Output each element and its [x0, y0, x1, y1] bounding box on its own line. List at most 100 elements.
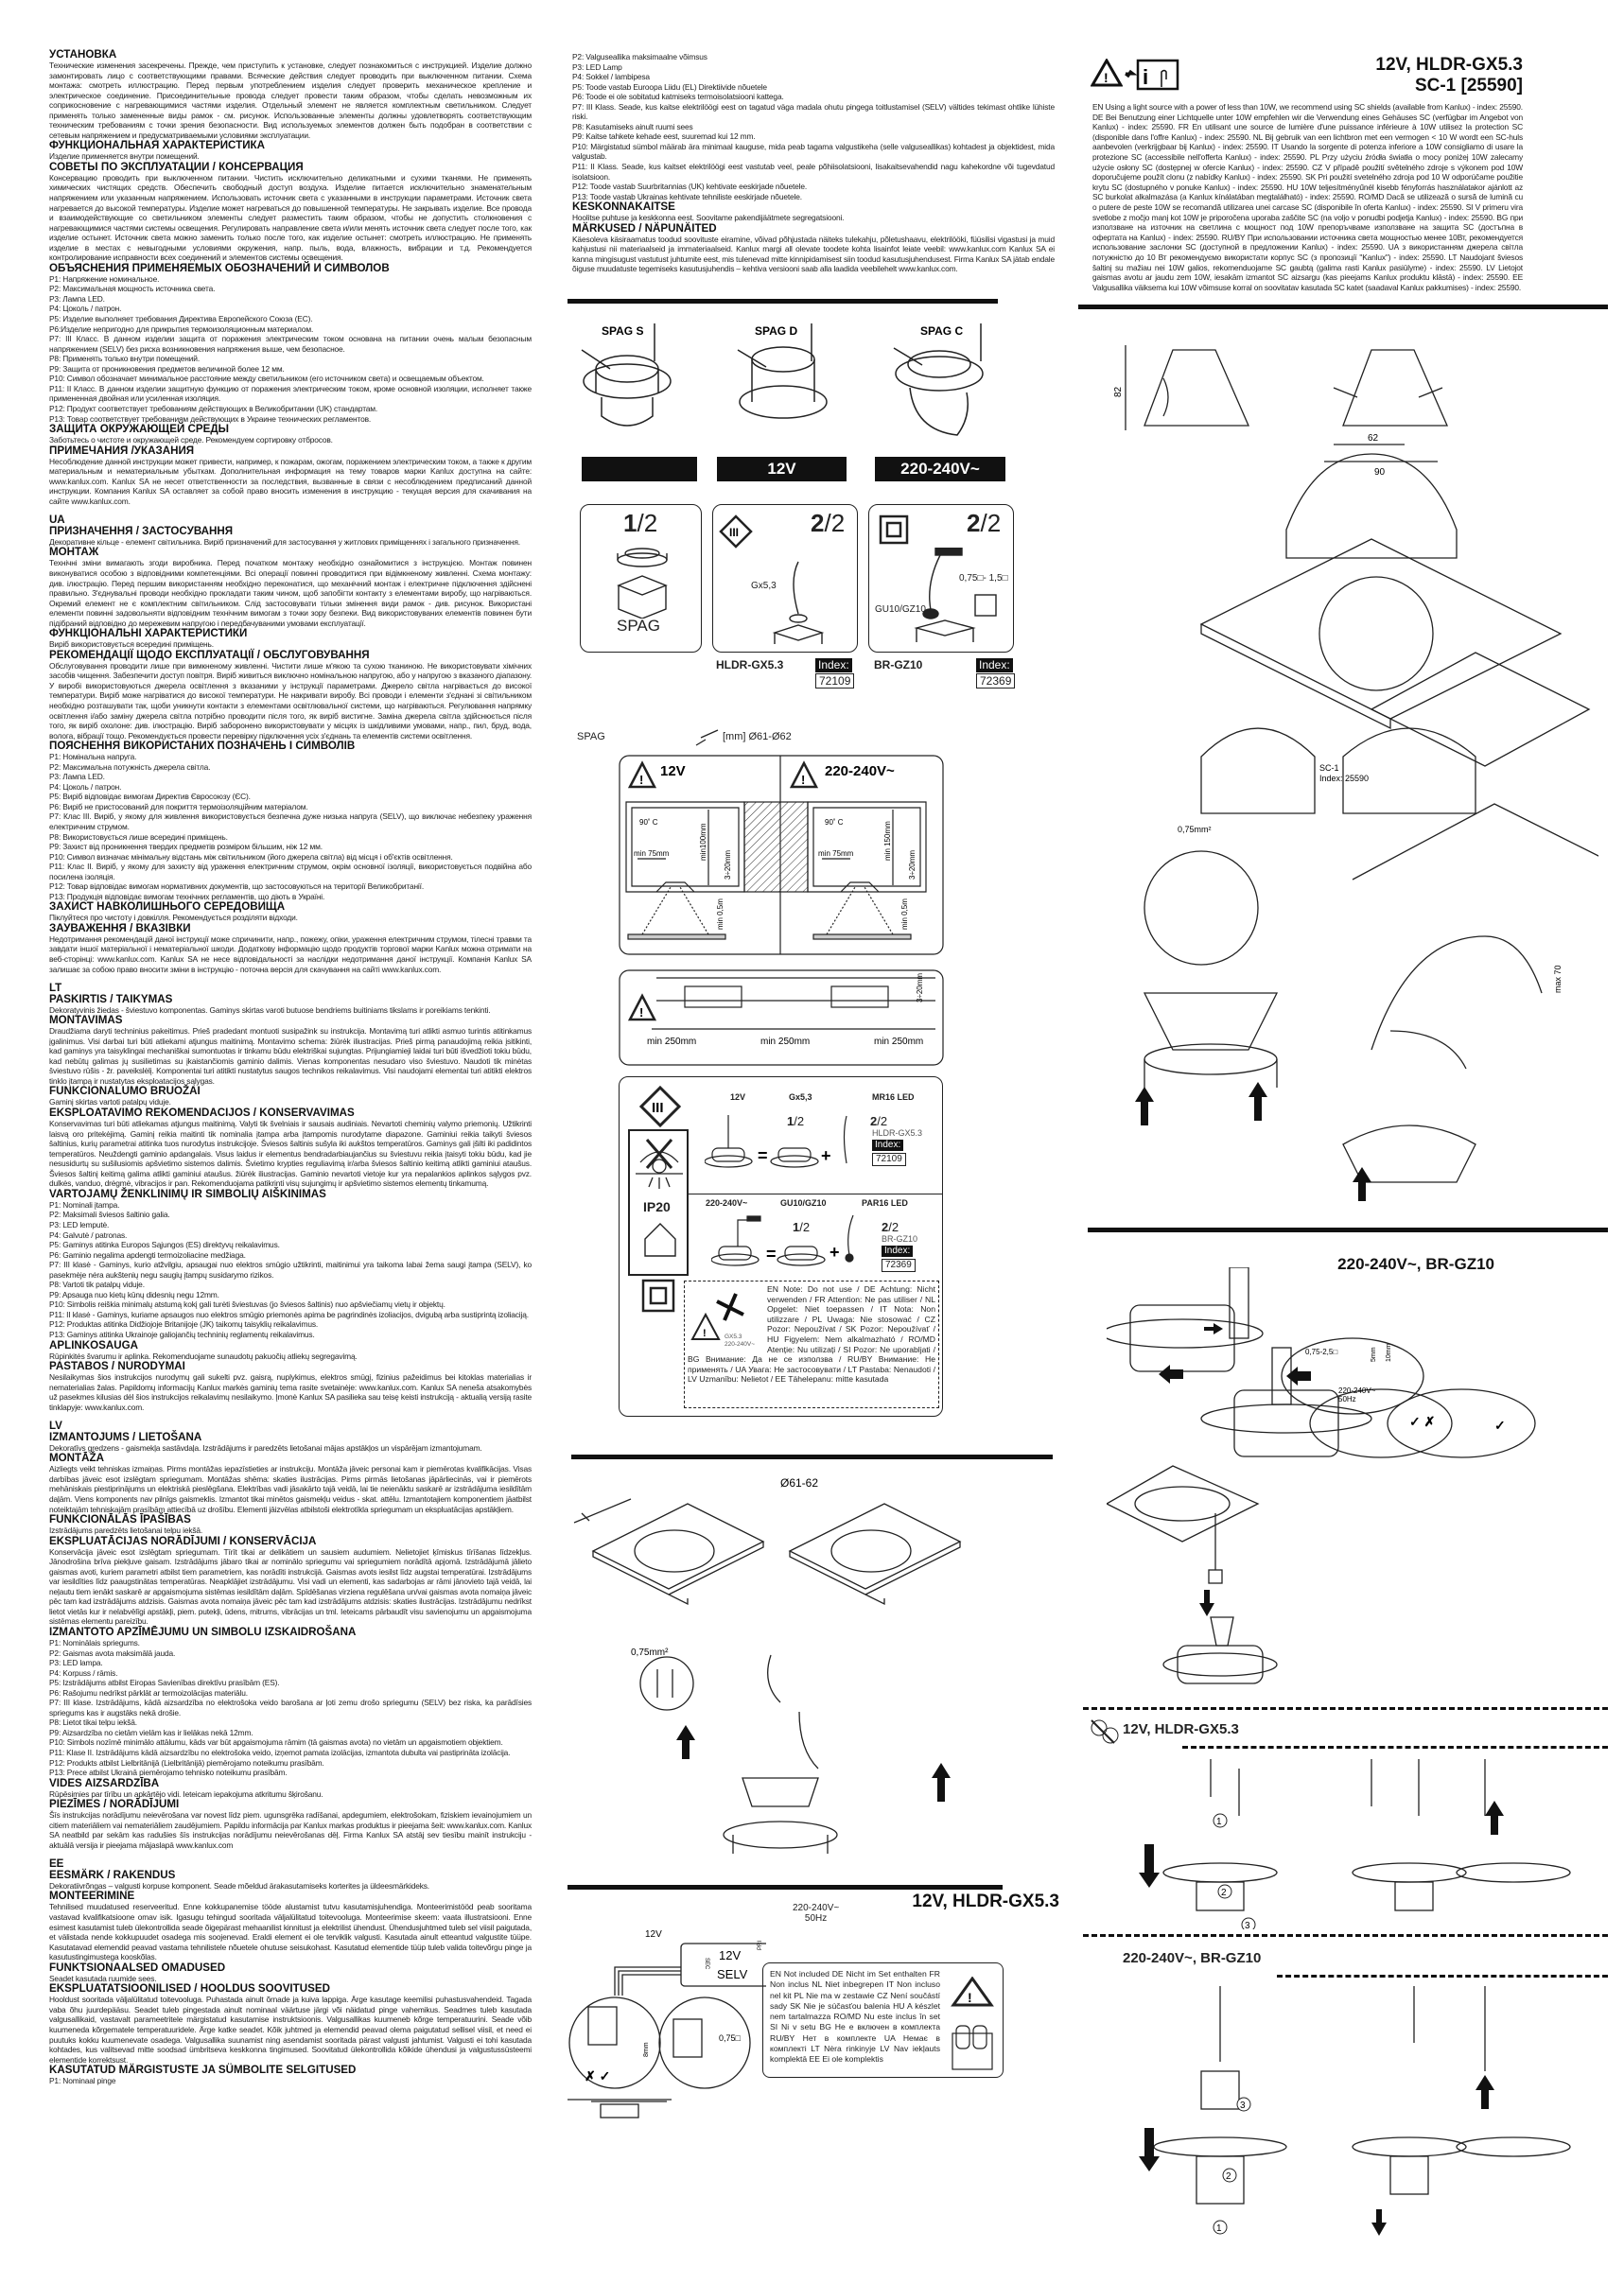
section-body: Виріб використовується всередині приміще…: [49, 639, 214, 650]
socket-label: Gx5,3: [751, 581, 777, 591]
ceiling-mounting-illustration: Ø61-62 0,75mm²: [573, 1476, 962, 1854]
symbol-explanation: P10: Märgistatud sümbol määrab ära minim…: [572, 141, 1055, 162]
terminal-block-icon: !: [951, 1977, 994, 2070]
symbol-explanation: P2: Maksimali šviesos šaltinio galia.: [49, 1210, 170, 1220]
symbol-explanation: P6: Rašojumu nedrīkst pārklāt ar termoiz…: [49, 1687, 248, 1698]
ceiling-gap: 3÷20mm: [908, 850, 917, 880]
not-allowed-socket: GX5.3: [725, 1334, 742, 1340]
min-height-12v: min100mm: [699, 823, 707, 861]
symbol-explanation: P11: Klase II. Izstrādājums kādā aizsard…: [49, 1748, 511, 1758]
part-total: /2: [637, 509, 658, 537]
symbol-explanation: P12: Продукт соответствует требованиям д…: [49, 403, 378, 413]
indoor-house-icon: [644, 1223, 676, 1257]
section-heading: MONTĀŽA: [49, 1452, 104, 1465]
symbol-explanation: P8: Применять только внутри помещений.: [49, 354, 200, 364]
symbol-explanation: P1: Напряжение номинальное.: [49, 273, 160, 284]
secondary-label: SEC: [704, 1958, 709, 1970]
primary-label: PRI: [758, 1941, 763, 1950]
symbol-explanation: P3: LED Lamp: [572, 61, 622, 72]
section-body: Недотримання рекомендацій даної інструкц…: [49, 933, 532, 974]
section-heading: APLINKOSAUGA: [49, 1338, 139, 1351]
right-mark: ✓: [1494, 1418, 1506, 1433]
symbol-explanation: P9: Захист від проникнення твердих предм…: [49, 842, 323, 852]
step-number: 1: [1216, 2223, 1222, 2234]
svg-text:!: !: [639, 773, 643, 787]
right-wrong-marks: ✓ ✗: [1409, 1414, 1435, 1429]
symbol-explanation: P6: Виріб не пристосований для покриття …: [49, 801, 308, 811]
step-number: 2: [1221, 1888, 1227, 1898]
symbol-explanation: P10: Simbols nozīmē minimālo attālumu, k…: [49, 1737, 503, 1748]
section-heading: РЕКОМЕНДАЦІЇ ЩОДО ЕКСПЛУАТАЦІЇ / ОБСЛУГО…: [49, 648, 370, 661]
part-total: /2: [888, 1220, 899, 1234]
not-allowed-voltage: 220-240V~: [725, 1341, 755, 1348]
spacing-label: min 250mm: [647, 1037, 696, 1047]
svg-text:!: !: [801, 773, 805, 787]
divider: [568, 299, 998, 304]
svg-text:i: i: [1143, 65, 1148, 89]
section-heading: PIEZĪMES / NORĀDĪJUMI: [49, 1798, 180, 1811]
hole-diameter: Ø61-62: [780, 1476, 818, 1490]
dimension-outer: 90: [1374, 467, 1386, 478]
symbol-explanation: P10: Символ визначає мінімальну відстань…: [49, 851, 453, 862]
divider: [568, 1885, 1003, 1890]
section-body: Käesoleva käsiraamatus toodud soovituste…: [572, 234, 1055, 274]
section-body: Rūpinkitės švarumu ir aplinka. Rekomendu…: [49, 1351, 358, 1361]
symbol-explanation: P5: Izstrādājums atbilst Eiropas Savienī…: [49, 1678, 280, 1688]
box-icon: [617, 548, 668, 619]
section-heading: СОВЕТЫ ПО ЭКСПЛУАТАЦИИ / КОНСЕРВАЦИЯ: [49, 160, 304, 173]
wire-gauge: 0,75mm²: [1178, 825, 1212, 834]
ceiling-gap: 3÷20mm: [724, 850, 732, 880]
index-value-brgz: 72369: [976, 673, 1016, 689]
section-body: Изделие применяется внутри помещений.: [49, 151, 200, 162]
section-heading: МОНТАЖ: [49, 546, 99, 559]
symbol-explanation: P13: Toode vastab Ukrainas kehtivate teh…: [572, 191, 802, 201]
part-number: 2: [882, 1220, 889, 1234]
part-number: 1: [623, 509, 637, 537]
symbol-explanation: P7: III klasė - Gaminys, kurio atžvilgiu…: [49, 1260, 532, 1280]
section-heading: MONTAVIMAS: [49, 1014, 123, 1027]
class-ii-icon: [879, 514, 909, 545]
section-body: Декоративне кільце - елемент світильника…: [49, 536, 520, 547]
section-body: Draudžiama daryti techninius pakeitimus.…: [49, 1026, 532, 1086]
voltage-12v: 12V: [660, 763, 686, 779]
strip-length: 8mm: [643, 2042, 650, 2057]
hot-bulb-warning-icon: [1091, 1719, 1119, 1744]
strip-5mm: 5mm: [1371, 1347, 1377, 1362]
mains-voltage: 220-240V~: [793, 1903, 840, 1913]
section-body: Konservavimas turi būti atliekamas atjun…: [49, 1119, 532, 1189]
do-not-use-text-block: EN Note: Do not use / DE Achtung: Nicht …: [688, 1284, 935, 1385]
product-name-brgz: BR-GZ10: [874, 658, 923, 671]
min-height-230v: min 150mm: [883, 821, 892, 861]
svg-text:!: !: [639, 1005, 643, 1020]
package-box-hldr: III 2/2 Gx5,3: [712, 504, 858, 653]
section-heading: ПОЯСНЕННЯ ВИКОРИСТАНИХ ПОЗНАЧЕНЬ І СИМВО…: [49, 740, 356, 753]
index-value: 72369: [882, 1259, 916, 1272]
symbol-explanation: P4: Цоколь / патрон.: [49, 304, 122, 314]
section-heading: PASKIRTIS / TAIKYMAS: [49, 992, 173, 1005]
symbol-explanation: P11: II Klass. Seade, kus kaitset elektr…: [572, 162, 1055, 182]
index-value-hldr: 72109: [815, 673, 855, 689]
symbol-explanation: P9: Apsauga nuo kietų kūnų didesnių negu…: [49, 1289, 219, 1299]
divider: [1078, 305, 1608, 309]
sc1-shield-illustration: 82 62 90 SC-1 Index: 25590 0,75mm² max 7…: [1113, 345, 1598, 1201]
symbol-explanation: P5: Toode vastab Euroopa Liidu (EL) Dire…: [572, 81, 767, 92]
symbol-explanation: P2: Gaismas avota maksimālā jauda.: [49, 1648, 176, 1658]
dimension-height: 82: [1113, 386, 1124, 397]
socket-label: GU10/GZ10: [875, 604, 926, 615]
section-body: Konservācija jāveic esot izslēgtam sprie…: [49, 1546, 532, 1627]
svg-text:+: +: [821, 1146, 831, 1165]
class-iii-icon: III: [719, 514, 753, 549]
wire-gauge: 0,75□: [719, 2033, 742, 2043]
spag-c-label: SPAG C: [920, 324, 963, 338]
section-body: Šīs instrukcijas norādījumu neievērošana…: [49, 1810, 532, 1850]
svg-text:!: !: [968, 1990, 972, 2005]
index-value: 72109: [872, 1153, 906, 1166]
section-heading: ЗАЩИТА ОКРУЖАЮЩЕЙ СРЕДЫ: [49, 423, 229, 436]
wire-gauge-label: 0,75□- 1,5□: [959, 573, 1008, 584]
symbol-explanation: P9: Защита от проникновения предметов ве…: [49, 363, 285, 374]
section-title-230v: 220-240V~, BR-GZ10: [1123, 1950, 1262, 1966]
product-name-hldr: HLDR-GX5.3: [716, 658, 784, 671]
symbol-explanation: P3: LED lampa.: [49, 1658, 103, 1668]
compat-voltage: 220-240V~: [706, 1198, 748, 1208]
symbol-explanation: P12: Produkts atbilst Lielbritānijā (Lie…: [49, 1757, 324, 1768]
